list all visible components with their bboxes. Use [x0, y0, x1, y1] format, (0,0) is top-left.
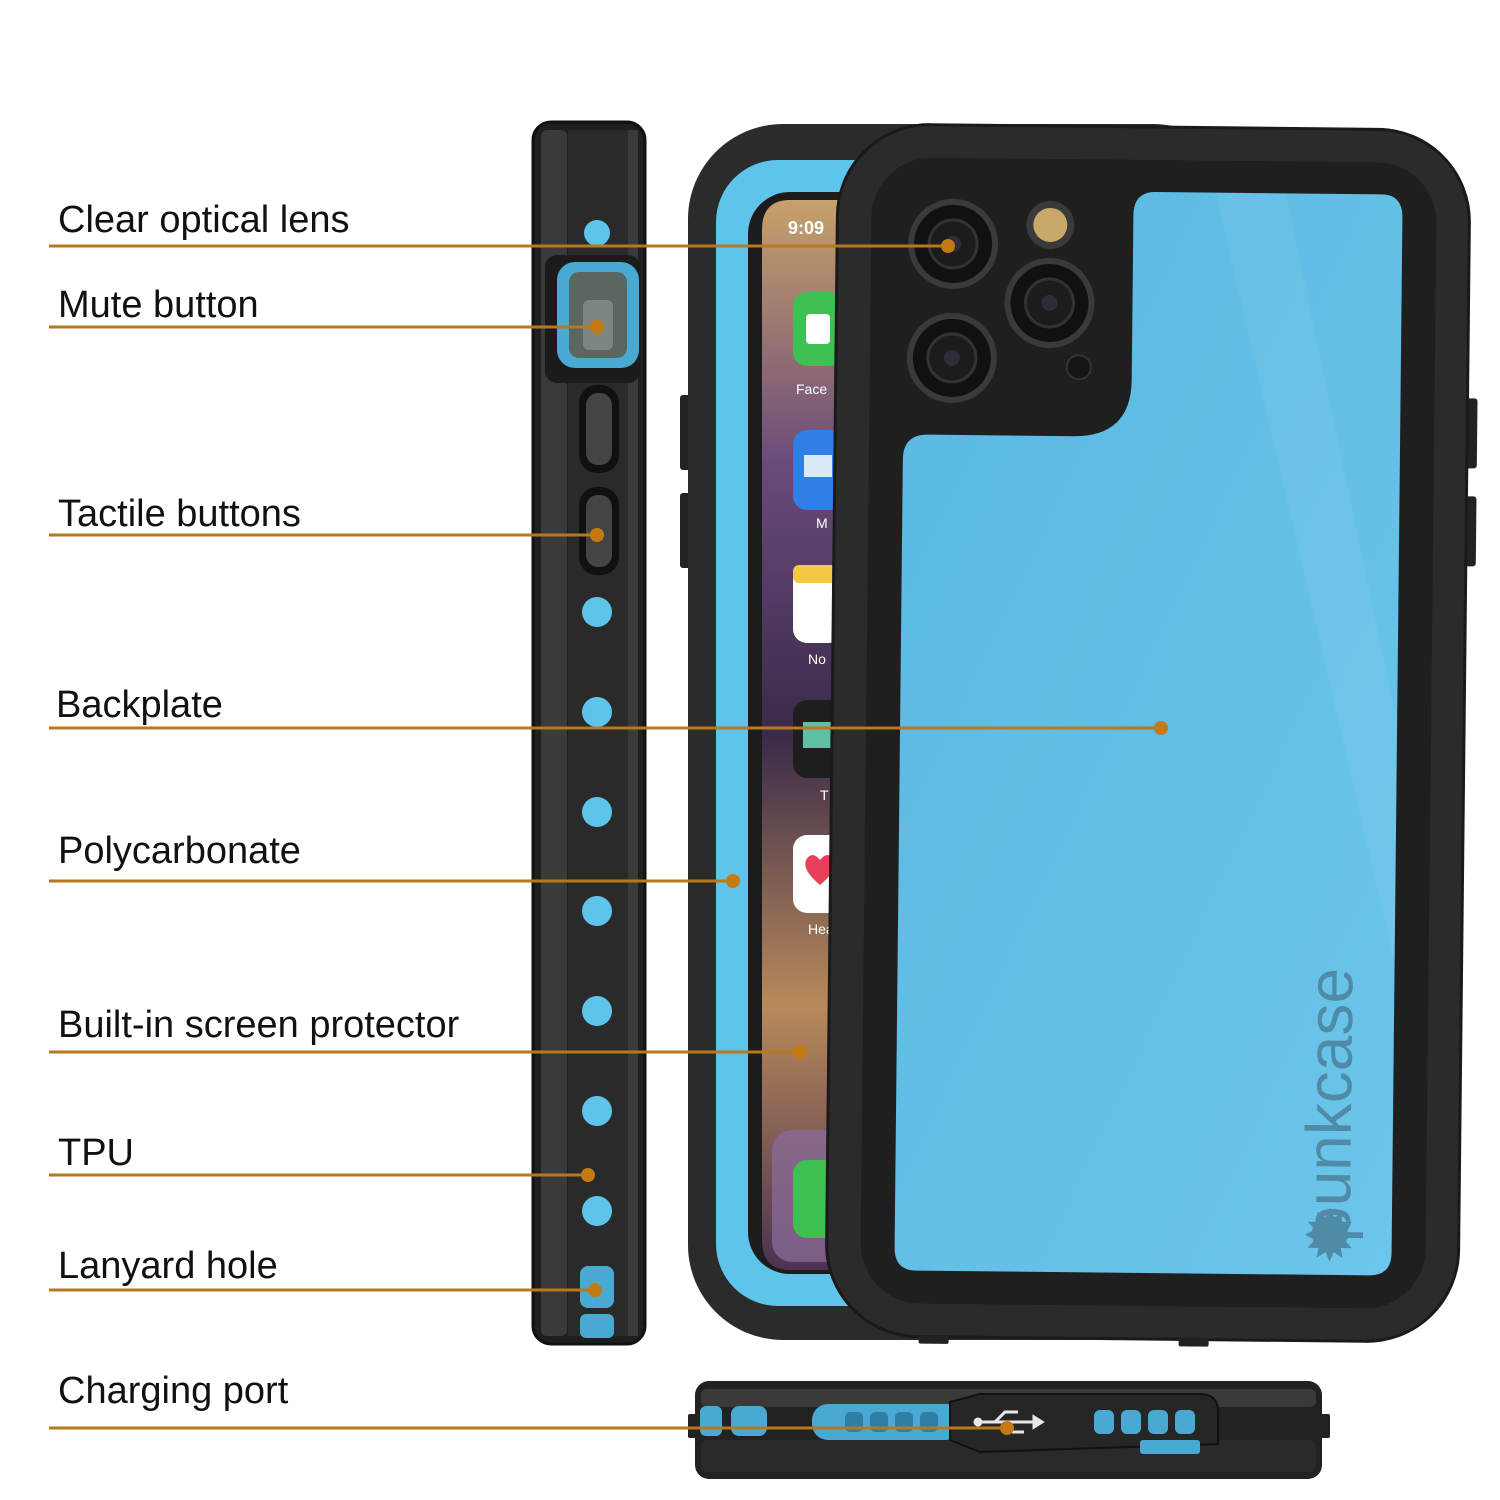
svg-text:punkcase: punkcase	[1292, 968, 1367, 1243]
label-tactile-buttons: Tactile buttons	[58, 493, 301, 535]
leader-dot-polycarbonate	[726, 874, 740, 888]
app-label-face: Face	[796, 381, 827, 397]
brand-wordmark: punkcase	[1292, 968, 1367, 1243]
camera-module	[906, 198, 1095, 403]
leader-dot-tpu	[581, 1168, 595, 1182]
leader-lines	[49, 244, 1161, 1430]
leader-dot-lanyard-hole	[588, 1283, 602, 1297]
notes-app-icon	[793, 565, 840, 643]
label-clear-optical-lens: Clear optical lens	[58, 199, 350, 241]
label-lanyard-hole: Lanyard hole	[58, 1245, 278, 1287]
app-label-t: T	[820, 787, 829, 803]
label-mute-button: Mute button	[58, 284, 259, 326]
app-label-hea: Hea	[808, 921, 834, 937]
side-accent-dots	[582, 220, 612, 1226]
app-label-no: No	[808, 651, 826, 667]
label-built-in-screen-protector: Built-in screen protector	[58, 1004, 460, 1046]
leader-dot-built-in-screen-protector	[793, 1045, 807, 1059]
leader-dot-clear-optical-lens	[941, 239, 955, 253]
backplate-panel	[894, 192, 1403, 1276]
app-label-m: M	[816, 515, 828, 531]
leader-dot-tactile-buttons	[590, 528, 604, 542]
label-backplate: Backplate	[56, 684, 223, 726]
label-charging-port: Charging port	[58, 1370, 289, 1412]
leader-dot-mute-button	[590, 320, 604, 334]
label-polycarbonate: Polycarbonate	[58, 830, 301, 872]
sun-burst-icon	[1304, 1207, 1355, 1262]
leader-dot-charging-port	[1000, 1421, 1014, 1435]
charging-port-cover	[949, 1393, 1219, 1454]
status-time: 9:09	[788, 218, 824, 238]
leader-dots	[581, 239, 1168, 1435]
label-tpu: TPU	[58, 1132, 134, 1174]
leader-dot-backplate	[1154, 721, 1168, 735]
side-profile-view	[531, 120, 647, 1346]
back-case-view: punkcase	[825, 123, 1478, 1347]
